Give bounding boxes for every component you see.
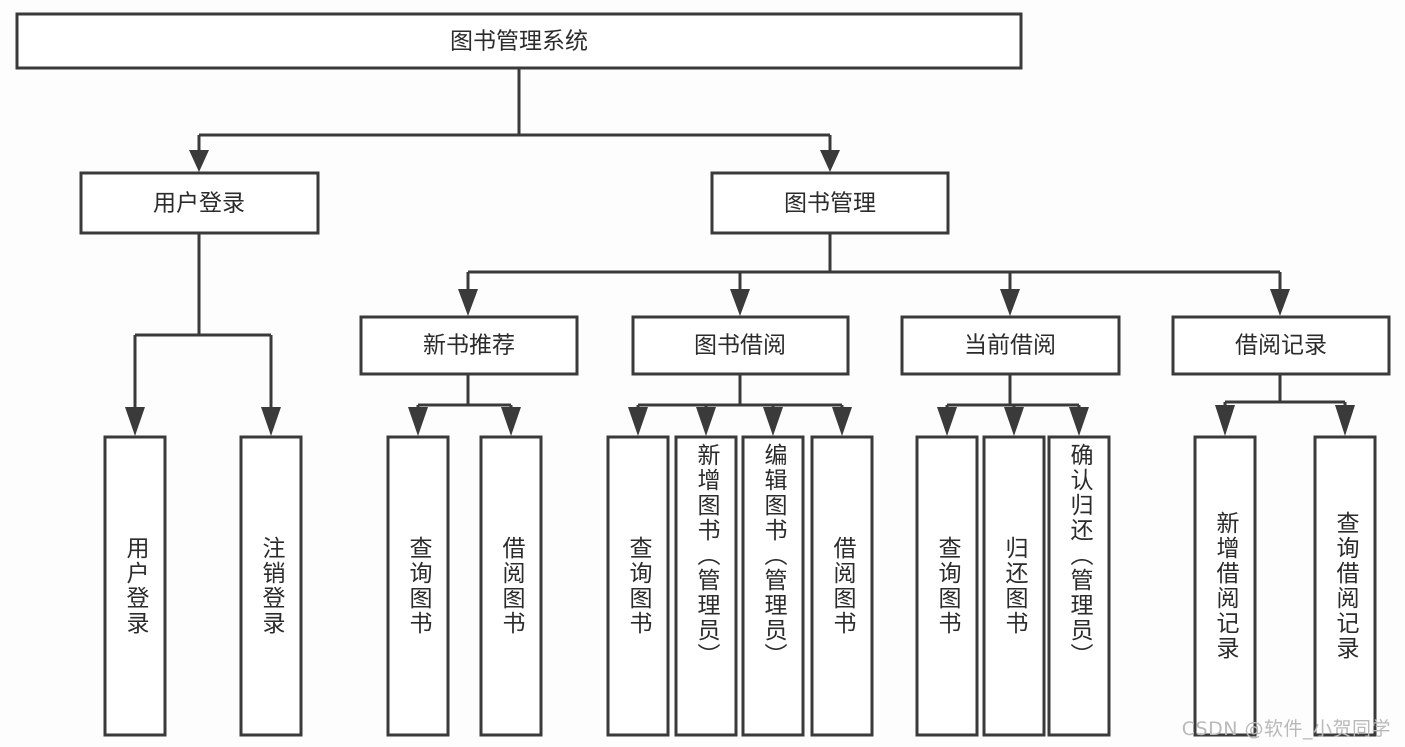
arrow-head-user-login	[189, 150, 209, 172]
node-book-manage[interactable]: 图书管理	[710, 171, 950, 235]
arrow-head-book-manage	[820, 150, 840, 172]
node-book-manage-box[interactable]	[710, 171, 950, 235]
arrow-head-leaf-query-book-1	[408, 407, 428, 436]
node-book-borrow[interactable]: 图书借阅	[631, 315, 850, 376]
node-new-book-rec-box[interactable]	[359, 315, 579, 376]
arrow-head-leaf-edit-book	[763, 407, 783, 436]
leaf-box-user-login[interactable]	[103, 435, 167, 737]
arrow-head-leaf-user-logout	[261, 407, 281, 436]
node-borrow-record-label: 借阅记录	[1235, 333, 1327, 359]
leaf-box-add-book[interactable]	[674, 435, 738, 737]
arrow-head-leaf-user-login	[125, 407, 145, 436]
node-root[interactable]: 图书管理系统	[15, 12, 1023, 70]
arrow-head-leaf-return-book	[1004, 407, 1024, 436]
arrow-head-leaf-borrow-book-1	[501, 407, 521, 436]
arrow-head-book-borrow	[730, 289, 750, 316]
leaf-box-return-book[interactable]	[982, 435, 1046, 737]
arrow-head-leaf-confirm-return	[1069, 407, 1089, 436]
leaf-box-layer	[103, 435, 1377, 737]
leaf-box-query-book-3[interactable]	[915, 435, 979, 737]
leaf-box-query-book-1[interactable]	[386, 435, 450, 737]
node-new-book-rec-label: 新书推荐	[423, 333, 515, 359]
arrow-head-leaf-add-book	[696, 407, 716, 436]
node-book-manage-label: 图书管理	[784, 191, 876, 217]
node-root-label: 图书管理系统	[450, 29, 588, 55]
connector-layer	[125, 68, 1355, 436]
arrow-head-current-borrow	[1000, 289, 1020, 316]
leaf-box-borrow-book-1[interactable]	[479, 435, 543, 737]
node-current-borrow-box[interactable]	[900, 315, 1121, 376]
node-root-box[interactable]	[15, 12, 1023, 70]
node-user-login[interactable]: 用户登录	[79, 171, 320, 235]
leaf-box-query-record[interactable]	[1313, 435, 1377, 737]
arrow-head-leaf-query-book-2	[628, 407, 648, 436]
csdn-watermark: CSDN @软件_小贺同学	[1181, 718, 1391, 740]
node-user-login-label: 用户登录	[153, 191, 245, 217]
node-book-borrow-label: 图书借阅	[694, 333, 786, 359]
node-new-book-rec[interactable]: 新书推荐	[359, 315, 579, 376]
leaf-box-borrow-book-2[interactable]	[810, 435, 874, 737]
leaf-box-user-logout[interactable]	[239, 435, 303, 737]
node-borrow-record-box[interactable]	[1171, 315, 1391, 376]
node-current-borrow-label: 当前借阅	[964, 333, 1056, 359]
leaf-box-add-record[interactable]	[1193, 435, 1257, 737]
node-borrow-record[interactable]: 借阅记录	[1171, 315, 1391, 376]
arrow-head-borrow-record	[1270, 289, 1290, 316]
arrow-head-leaf-query-record	[1335, 405, 1355, 436]
arrow-head-leaf-add-record	[1215, 405, 1235, 436]
node-user-login-box[interactable]	[79, 171, 320, 235]
arrow-head-leaf-borrow-book-2	[832, 407, 852, 436]
arrow-head-leaf-query-book-3	[937, 407, 957, 436]
arrow-head-new-book-rec	[458, 289, 478, 316]
leaf-box-query-book-2[interactable]	[606, 435, 670, 737]
node-book-borrow-box[interactable]	[631, 315, 850, 376]
node-current-borrow[interactable]: 当前借阅	[900, 315, 1121, 376]
leaf-box-edit-book[interactable]	[741, 435, 805, 737]
leaf-box-confirm-return[interactable]	[1047, 435, 1111, 737]
